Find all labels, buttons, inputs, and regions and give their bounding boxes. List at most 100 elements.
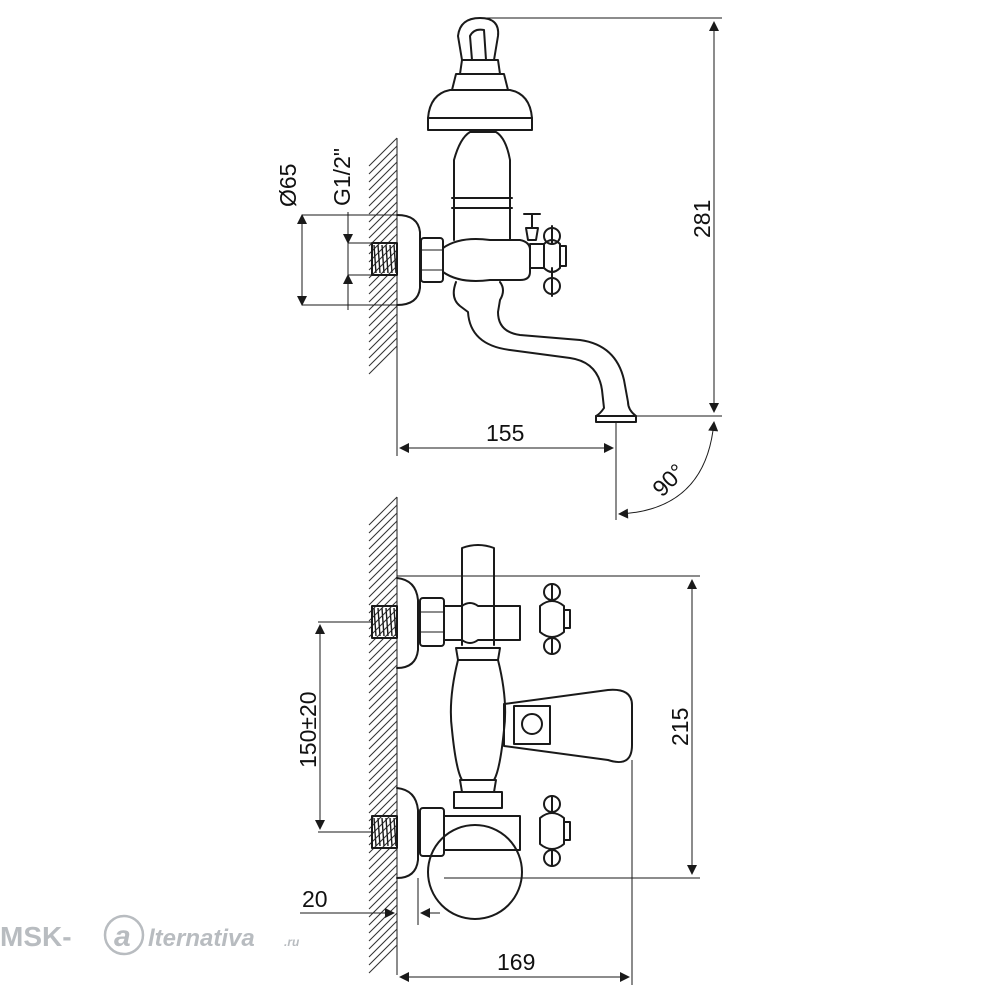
watermark-brand: MSK- [0, 921, 72, 952]
wall-flange-upper [396, 577, 419, 669]
hatch-line [368, 784, 398, 814]
hatch-line [368, 201, 398, 231]
hatch-line [368, 177, 398, 207]
dim-total-depth: 169 [497, 949, 535, 975]
hatch-line [368, 680, 398, 710]
thread-line [389, 244, 393, 274]
hatch-line [368, 584, 398, 614]
valve-body-top [442, 238, 531, 282]
thread-line [393, 607, 397, 637]
hatch-line [368, 688, 398, 718]
hatch-line [368, 337, 398, 367]
hatch-line [368, 640, 398, 670]
hatch-line [368, 944, 398, 974]
hatch-line [368, 145, 398, 175]
hatch-line [368, 257, 398, 287]
center-column [461, 544, 495, 646]
hatch-line [368, 536, 398, 566]
hatch-line [368, 504, 398, 534]
hatch-line [368, 496, 398, 526]
hatch-line [368, 896, 398, 926]
union-nut-lower [419, 807, 445, 857]
hatch-line [368, 848, 398, 878]
watermark-logo-letter: a [114, 920, 131, 953]
thread-line [389, 607, 393, 637]
hatch-line [368, 736, 398, 766]
thread-line [385, 244, 389, 274]
thread-line [377, 244, 381, 274]
threaded-inlet-lower [371, 815, 398, 849]
hatch-line [368, 840, 398, 870]
hatch-line [368, 760, 398, 790]
hatch-line [368, 560, 398, 590]
hatch-line [368, 744, 398, 774]
wall-flange-lower [396, 787, 419, 879]
dim-center-distance: 150±20 [295, 691, 321, 768]
hatch-line [368, 936, 398, 966]
side-view: Ø65 G1/2" 281 155 90° [275, 17, 722, 520]
thread-line [389, 817, 393, 847]
hatch-line [368, 768, 398, 798]
dim-wall-offset: 20 [302, 886, 328, 912]
hatch-line [368, 696, 398, 726]
swivel-arc [618, 421, 719, 519]
hatch-line [368, 153, 398, 183]
hatch-line [368, 217, 398, 247]
hatch-line [368, 904, 398, 934]
wall-flange-top [396, 214, 421, 306]
thread-line [373, 244, 377, 274]
shower-holder-cup [427, 89, 533, 119]
hatch-line [368, 720, 398, 750]
hatch-line [368, 920, 398, 950]
shower-column [453, 131, 511, 241]
hatch-line [368, 656, 398, 686]
hatch-line [368, 233, 398, 263]
diverter-button [427, 824, 523, 920]
hatch-line [368, 305, 398, 335]
hatch-line [368, 273, 398, 303]
hatch-line [368, 313, 398, 343]
hatch-line [368, 712, 398, 742]
threaded-inlet-top [371, 242, 398, 276]
hatch-line [368, 672, 398, 702]
wall-hatch-top [368, 137, 398, 380]
hatch-line [368, 856, 398, 886]
hatch-line [368, 776, 398, 806]
spout-top [452, 281, 637, 417]
spout-front [503, 688, 633, 764]
dim-height-top: 281 [689, 200, 715, 238]
diverter-knob [523, 213, 541, 241]
hatch-line [368, 704, 398, 734]
watermark-tld: .ru [284, 935, 300, 949]
cross-handle-lower [539, 795, 571, 867]
hatch-line [368, 728, 398, 758]
hatch-line [368, 169, 398, 199]
thread-line [373, 607, 377, 637]
hatch-line [368, 864, 398, 894]
hatch-line [368, 512, 398, 542]
cross-handle-top [529, 225, 567, 297]
watermark-rest: lternativa [148, 925, 255, 952]
hatch-line [368, 185, 398, 215]
hatch-line [368, 912, 398, 942]
hatch-line [368, 193, 398, 223]
watermark-logo: MSK- a lternativa .ru [0, 914, 300, 956]
cross-handle-upper [539, 583, 571, 655]
dim-diameter: Ø65 [275, 164, 301, 207]
hatch-line [368, 289, 398, 319]
hatch-line [368, 265, 398, 295]
thread-line [381, 607, 385, 637]
dim-swivel-angle: 90° [647, 459, 690, 502]
dim-height-front: 215 [667, 708, 693, 746]
hatch-line [368, 568, 398, 598]
hatch-line [368, 329, 398, 359]
thread-line [373, 817, 377, 847]
hatch-line [368, 664, 398, 694]
hatch-line [368, 528, 398, 558]
thread-line [385, 817, 389, 847]
thread-line [381, 244, 385, 274]
thread-line [381, 817, 385, 847]
hatch-line [368, 281, 398, 311]
hatch-line [368, 321, 398, 351]
